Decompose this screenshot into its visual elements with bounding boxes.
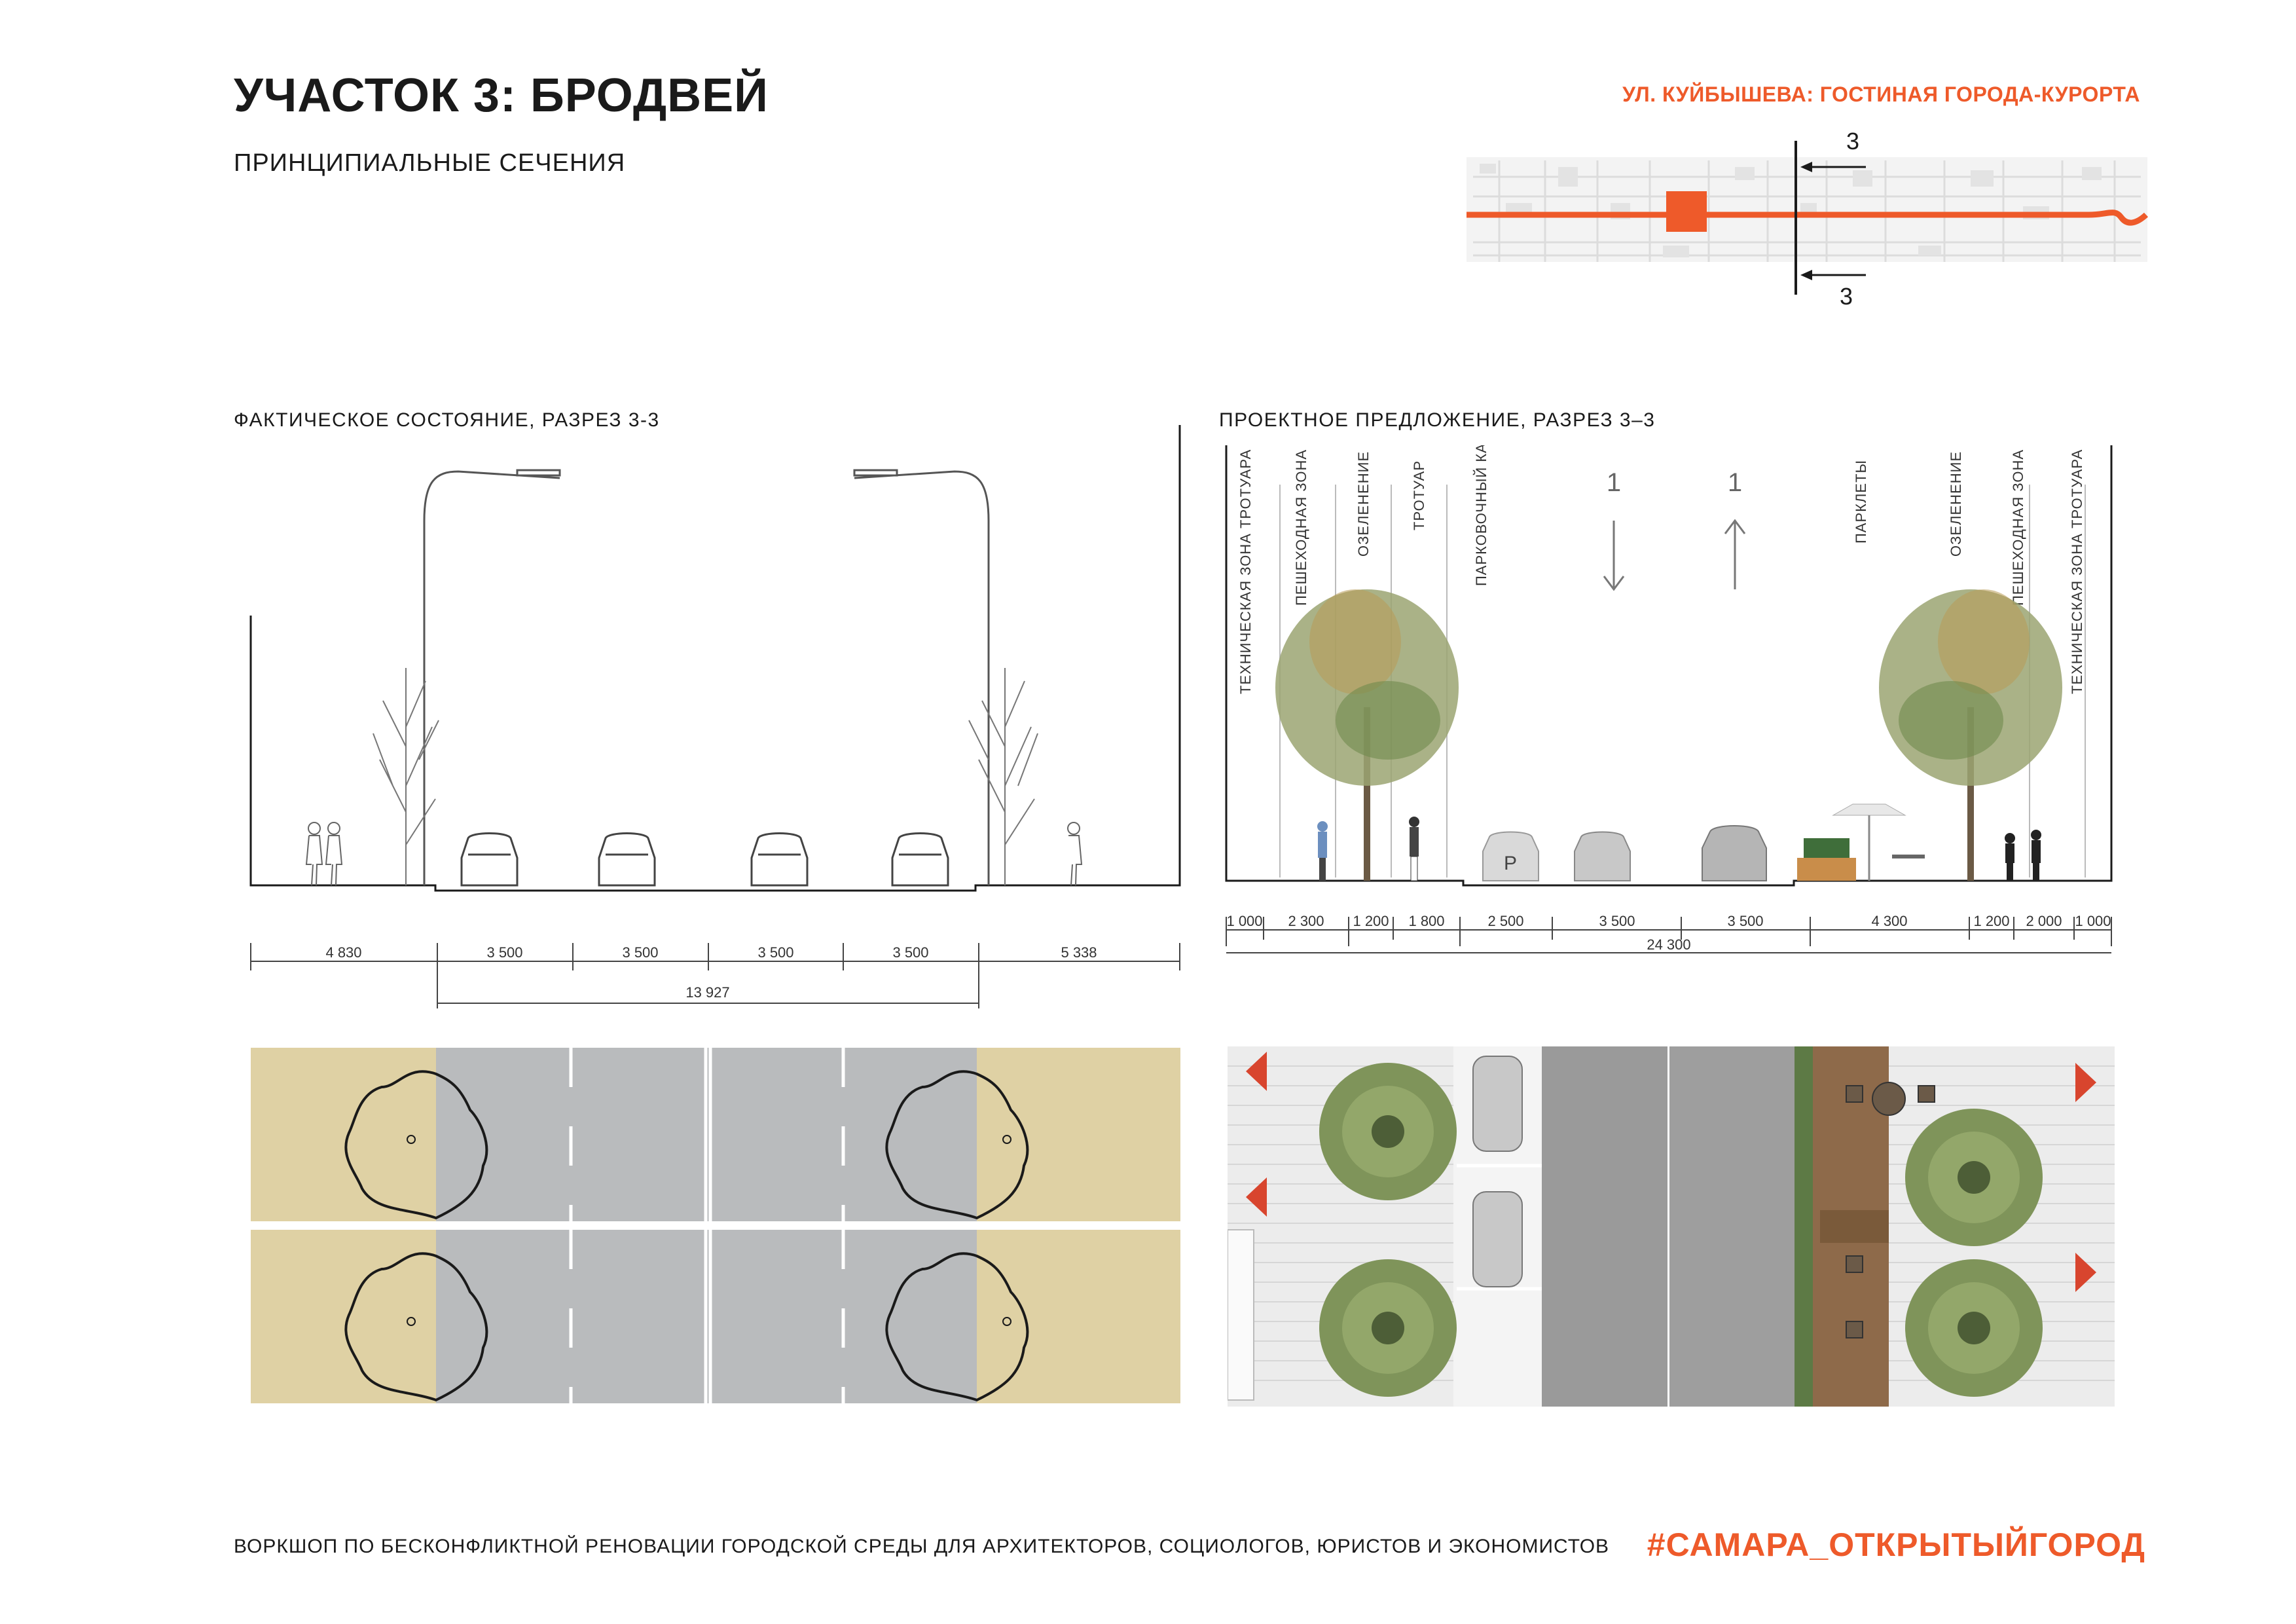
dim-label: 2 300 bbox=[1288, 913, 1324, 929]
arrow-up-icon bbox=[1724, 519, 1746, 589]
dim-label: 1 000 bbox=[1226, 913, 1262, 929]
hashtag: #САМАРА_ОТКРЫТЫЙГОРОД bbox=[1647, 1526, 2145, 1563]
zone-label: ПАРКЛЕТЫ bbox=[1853, 460, 1869, 544]
proposed-plan bbox=[1228, 1046, 2115, 1407]
parked-car bbox=[1472, 1056, 1523, 1287]
page-subtitle: ПРИНЦИПИАЛЬНЫЕ СЕЧЕНИЯ bbox=[234, 149, 626, 177]
dim-label: 3 500 bbox=[622, 944, 658, 961]
arrow-left-icon bbox=[1800, 270, 1812, 280]
existing-section-label: ФАКТИЧЕСКОЕ СОСТОЯНИЕ, РАЗРЕЗ 3-3 bbox=[234, 409, 660, 431]
arrow-left-icon bbox=[1800, 162, 1812, 172]
project-title: УЛ. КУЙБЫШЕВА: ГОСТИНАЯ ГОРОДА-КУРОРТА bbox=[1622, 83, 2140, 106]
zone-label: ПЕШЕХОДНАЯ ЗОНА bbox=[1293, 449, 1309, 606]
dim-label: 1 800 bbox=[1408, 913, 1444, 929]
route-line bbox=[1467, 210, 2149, 226]
dim-label: 3 500 bbox=[1727, 913, 1763, 929]
existing-plan bbox=[251, 1048, 1180, 1403]
lane-count: 1 bbox=[1728, 468, 1742, 497]
marker-triangle-icon bbox=[1246, 1052, 2096, 1292]
route-marker bbox=[1666, 191, 1707, 232]
dim-label: 2 000 bbox=[2026, 913, 2062, 929]
zone-label: ОЗЕЛЕНЕНИЕ bbox=[1948, 451, 1964, 557]
dim-label: 1 200 bbox=[1973, 913, 2009, 929]
arrow-down-icon bbox=[1603, 521, 1625, 591]
dim-total: 13 927 bbox=[685, 984, 729, 1001]
zone-label: ОЗЕЛЕНЕНИЕ bbox=[1355, 451, 1372, 557]
car bbox=[460, 832, 949, 887]
tree-crown bbox=[344, 1070, 1029, 1402]
dim-label: 4 830 bbox=[325, 944, 361, 961]
page-title: УЧАСТОК 3: БРОДВЕЙ bbox=[234, 69, 769, 122]
dim-label: 1 200 bbox=[1353, 913, 1389, 929]
proposed-section: ТЕХНИЧЕСКАЯ ЗОНА ТРОТУАРА ПЕШЕХОДНАЯ ЗОН… bbox=[1225, 445, 2113, 953]
parklet bbox=[1797, 803, 1925, 881]
dim-label: 5 338 bbox=[1061, 944, 1097, 961]
parking-sign: P bbox=[1504, 853, 1517, 874]
proposed-section-label: ПРОЕКТНОЕ ПРЕДЛОЖЕНИЕ, РАЗРЕЗ 3–3 bbox=[1219, 409, 1656, 431]
dim-total: 24 300 bbox=[1647, 936, 1690, 953]
zone-label: ТЕХНИЧЕСКАЯ ЗОНА ТРОТУАРА bbox=[1237, 449, 1254, 694]
dim-label: 4 300 bbox=[1871, 913, 1907, 929]
tree-crown bbox=[1319, 1063, 2043, 1397]
zone-label: ПАРКОВОЧНЫЙ КАРМАН bbox=[1473, 445, 1489, 586]
dim-label: 2 500 bbox=[1487, 913, 1523, 929]
dim-label: 1 000 bbox=[2075, 913, 2111, 929]
lane-count: 1 bbox=[1607, 468, 1621, 497]
dim-label: 3 500 bbox=[892, 944, 928, 961]
tree bbox=[1879, 589, 2062, 881]
tree bbox=[1275, 589, 1459, 881]
pedestrian bbox=[305, 822, 1083, 886]
dim-label: 3 500 bbox=[757, 944, 793, 961]
section-mark-top: 3 bbox=[1846, 131, 1859, 155]
dim-label: 3 500 bbox=[1599, 913, 1635, 929]
section-mark-bottom: 3 bbox=[1840, 283, 1853, 310]
zone-label: ПЕШЕХОДНАЯ ЗОНА bbox=[2010, 449, 2026, 606]
zone-label: ТРОТУАР bbox=[1411, 460, 1427, 530]
street-lamp bbox=[423, 469, 990, 885]
cafe-furniture bbox=[1846, 1082, 1935, 1338]
key-map: 3 3 bbox=[1467, 131, 2149, 310]
bare-tree bbox=[373, 668, 1038, 885]
zone-label: ТЕХНИЧЕСКАЯ ЗОНА ТРОТУАРА bbox=[2069, 449, 2085, 694]
footer-text: ВОРКШОП ПО БЕСКОНФЛИКТНОЙ РЕНОВАЦИИ ГОРО… bbox=[234, 1536, 1610, 1557]
pedestrian bbox=[1317, 817, 2041, 881]
car bbox=[1482, 825, 1767, 881]
dim-label: 3 500 bbox=[486, 944, 522, 961]
existing-section: 4 830 3 500 3 500 3 500 3 500 5 338 13 9… bbox=[249, 425, 1181, 1008]
